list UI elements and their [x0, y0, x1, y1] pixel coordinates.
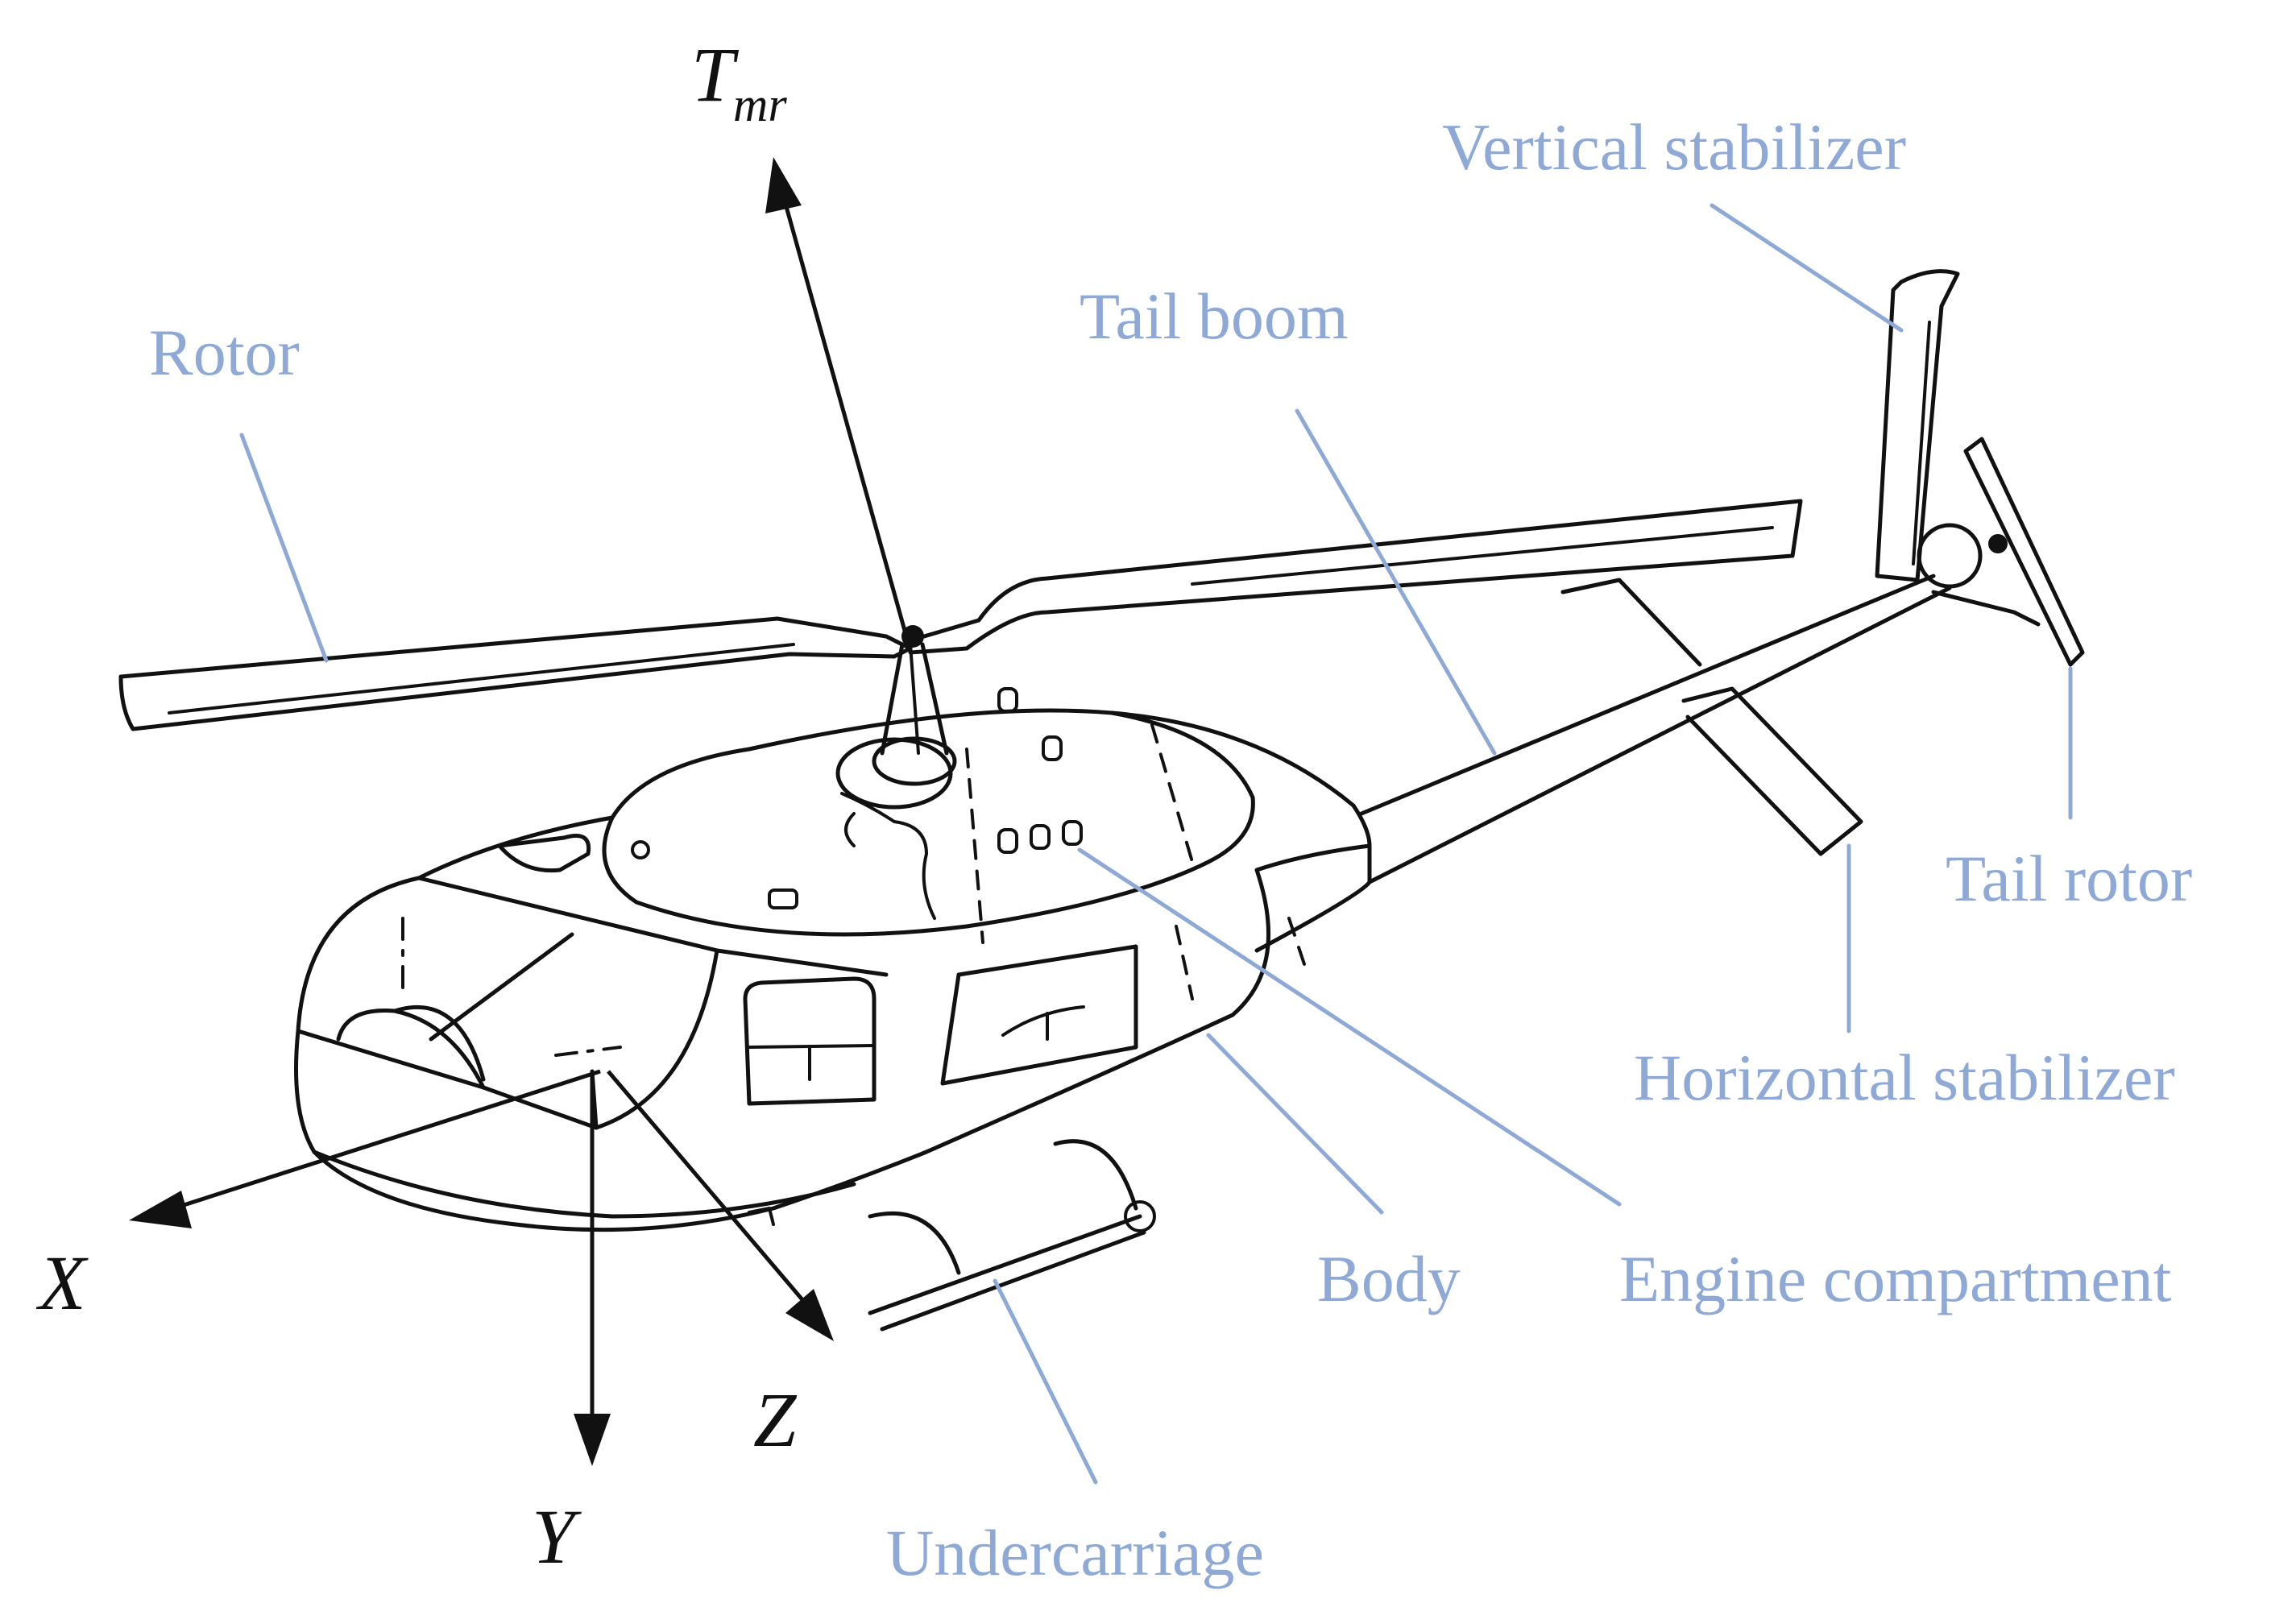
- engine-compartment-label: Engine compartment: [1619, 1242, 2172, 1315]
- vertical-stabilizer: [1875, 269, 2041, 627]
- tail-rotor-label: Tail rotor: [1946, 842, 2192, 915]
- engine-compartment-leader: [1077, 847, 1622, 1207]
- z-axis-label: Z: [753, 1377, 798, 1463]
- vertical-stabilizer-label: Vertical stabilizer: [1442, 110, 1906, 184]
- undercarriage-leader: [993, 1278, 1098, 1485]
- tail-boom-label: Tail boom: [1080, 280, 1349, 353]
- y-axis-label: Y: [532, 1493, 582, 1580]
- leader-lines: [239, 203, 2073, 1485]
- x-axis: [129, 1069, 601, 1228]
- z-axis: [607, 1070, 834, 1341]
- y-axis: [574, 1071, 611, 1466]
- horizontal-stabilizer-label: Horizontal stabilizer: [1634, 1041, 2175, 1114]
- undercarriage-label: Undercarriage: [886, 1516, 1264, 1589]
- rotor-mast: [835, 642, 957, 810]
- rotor-leader: [239, 433, 329, 663]
- fuselage: [294, 574, 1952, 1232]
- thrust-vector: [765, 157, 909, 637]
- body-label: Body: [1317, 1242, 1461, 1315]
- main-rotor: [118, 499, 1803, 731]
- tail-rotor: [1917, 437, 2085, 667]
- undercarriage-skids: [868, 1139, 1156, 1332]
- tail-boom-leader: [1295, 408, 1497, 756]
- horizontal-stabilizer: [1560, 578, 1863, 856]
- x-axis-label: X: [35, 1240, 89, 1326]
- body-leader: [1206, 1033, 1384, 1215]
- vertical-stabilizer-leader: [1710, 203, 1904, 333]
- thrust-subscript: mr: [733, 78, 787, 131]
- rotor-label: Rotor: [149, 316, 300, 389]
- thrust-label: T: [691, 31, 740, 118]
